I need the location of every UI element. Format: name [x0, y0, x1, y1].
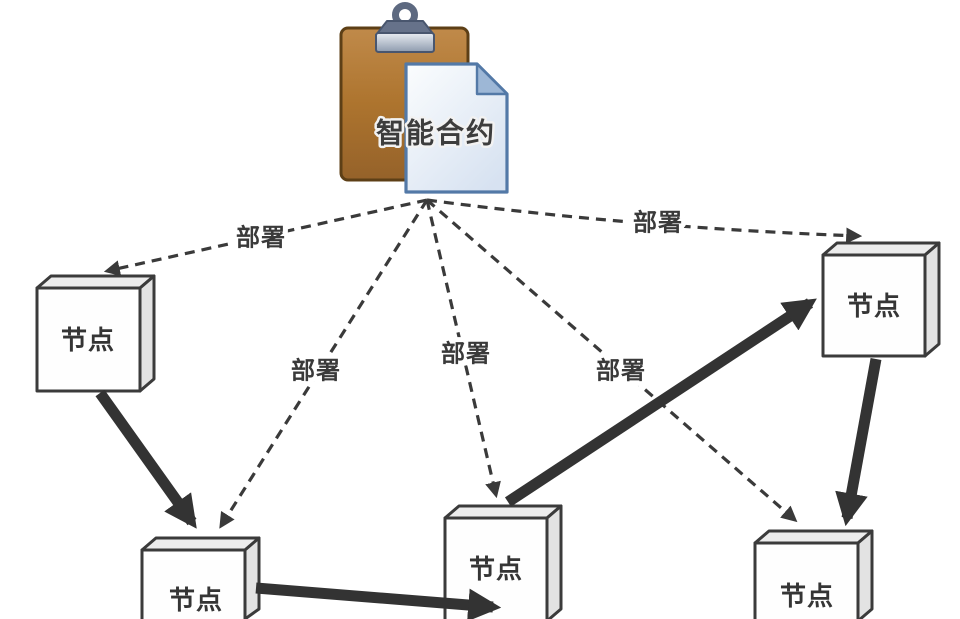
document-icon: [404, 62, 509, 194]
node-top-right: 节点: [821, 241, 941, 358]
deploy-label: 部署: [291, 357, 341, 385]
clipboard-clip-bar: [375, 32, 435, 53]
smart-contract: 智能合约: [339, 2, 509, 194]
deploy-edge-to-top-right: [426, 198, 863, 244]
node-side-face: [545, 504, 563, 619]
node-front-face: [35, 286, 142, 393]
node-side-face: [243, 536, 261, 619]
node-bottom-right: 节点: [753, 529, 874, 619]
deploy-edge-to-bottom-left: [219, 199, 429, 529]
node-front-face: [140, 548, 247, 619]
node-front-face: [821, 253, 927, 358]
node-top-face: [821, 241, 941, 257]
deploy-label: 部署: [441, 340, 491, 368]
node-top-face: [443, 504, 563, 520]
deploy-label: 部署: [633, 209, 683, 237]
node-front-face: [753, 541, 860, 619]
document-fold-corner: [475, 62, 509, 96]
deploy-edge-to-bottom-right: [425, 198, 798, 523]
peer-edge-topright-to-bottomright: [835, 358, 882, 527]
node-label: 节点: [469, 554, 523, 584]
peer-edge-bottomleft-to-bottommiddle: [255, 582, 502, 619]
node-top-left: 节点: [35, 274, 156, 393]
node-side-face: [138, 274, 156, 393]
node-label: 节点: [61, 325, 115, 355]
peer-edges: [95, 298, 882, 619]
deploy-label: 部署: [236, 224, 286, 252]
deploy-edges: [103, 198, 863, 529]
deploy-label: 部署: [596, 357, 646, 385]
node-label: 节点: [847, 291, 901, 321]
peer-edge-topleft-to-bottomleft: [95, 389, 197, 529]
node-top-face: [753, 529, 874, 545]
deploy-edge-to-top-left: [103, 198, 428, 277]
node-top-face: [35, 274, 156, 290]
deploy-edge-labels: 部署 部署 部署 部署 部署: [231, 204, 687, 390]
smart-contract-label: 智能合约: [376, 117, 496, 149]
node-label: 节点: [780, 581, 834, 611]
node-side-face: [923, 241, 941, 358]
node-label: 节点: [169, 585, 223, 615]
node-bottom-left: 节点: [140, 536, 261, 619]
peer-edge-bottommiddle-to-topright: [504, 298, 817, 507]
node-side-face: [856, 529, 874, 619]
node-top-face: [140, 536, 261, 552]
